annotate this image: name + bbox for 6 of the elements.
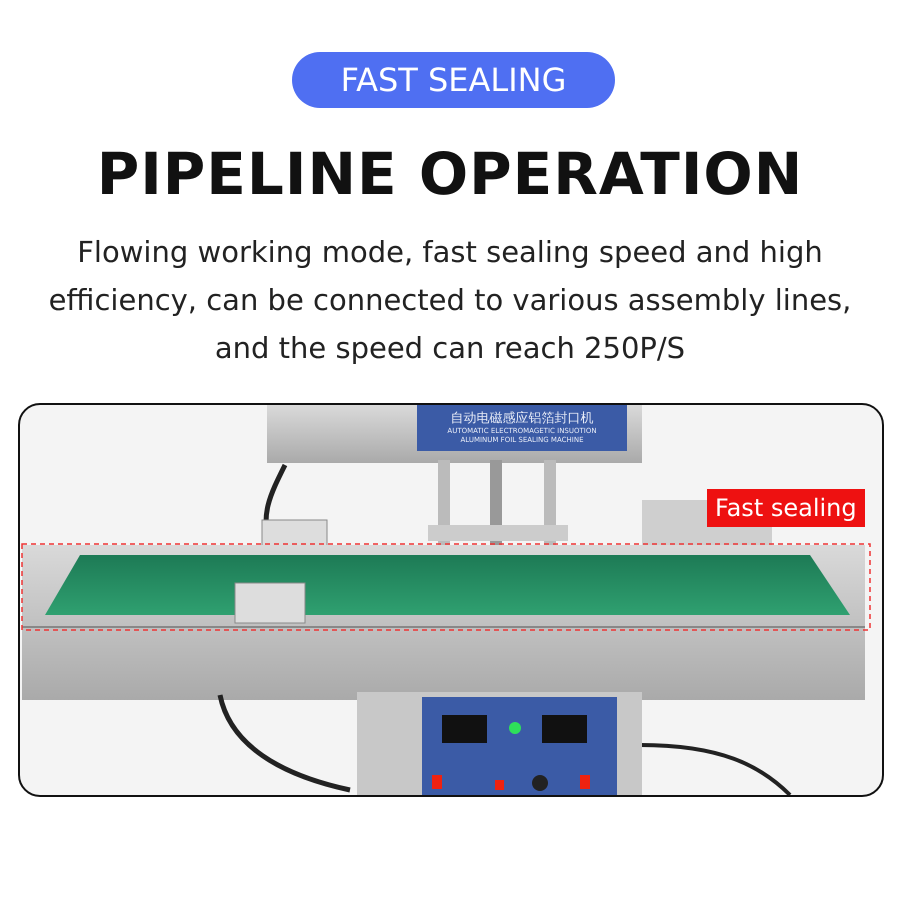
nameplate: [417, 405, 627, 451]
badge-pill: FAST SEALING: [292, 52, 615, 108]
nameplate-heading: 自动电磁感应铝箔封口机: [450, 411, 594, 427]
callout-tag: Fast sealing: [707, 489, 865, 527]
heading: PIPELINE OPERATION: [96, 140, 804, 208]
description-text: Flowing working mode, fast sealing speed and high efficiency, can be connected to various assembly lines, and the speed can reach 250P/S: [48, 234, 852, 367]
